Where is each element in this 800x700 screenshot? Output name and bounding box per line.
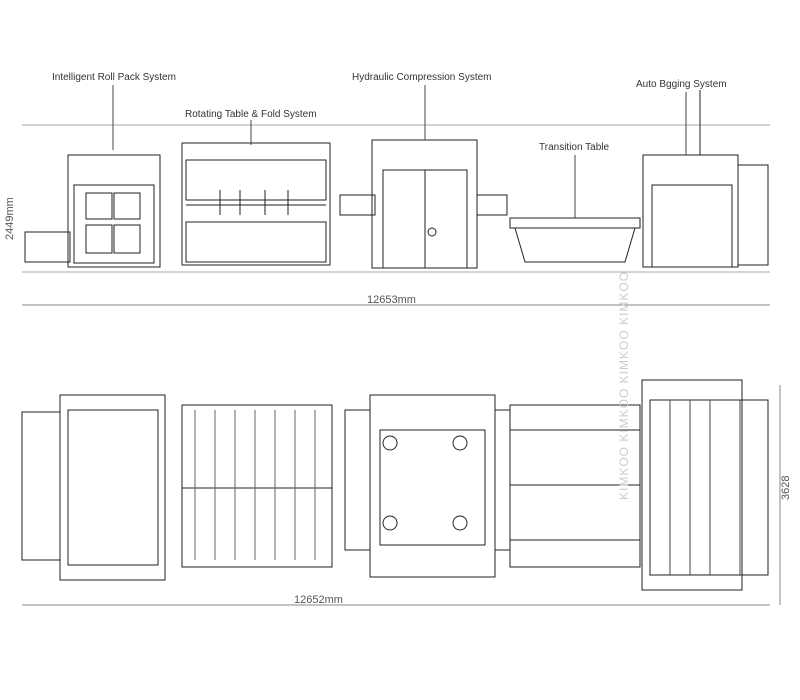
watermark: KIMKOO KIMKOO KIMKOO KIMKOO [617,270,631,500]
roll-pack-unit [24,154,161,268]
transition-table-unit [509,217,641,263]
dimension-length-side: 12653mm [367,294,416,306]
hydraulic-unit [339,139,508,269]
label-transition: Transition Table [539,142,610,153]
dimension-width: 3628 [780,475,792,500]
label-roll-pack: Intelligent Roll Pack System [52,72,176,83]
label-leaders [112,85,687,218]
bagging-unit [642,90,769,268]
label-bagging: Auto Bgging System [636,79,727,90]
rotating-table-unit [181,142,331,266]
label-rotating-table: Rotating Table & Fold System [185,109,317,120]
dimension-height: 2449mm [4,197,16,240]
top-view [21,379,781,606]
label-hydraulic: Hydraulic Compression System [352,72,492,83]
dimension-length-top: 12652mm [294,594,343,606]
side-view [22,90,770,306]
